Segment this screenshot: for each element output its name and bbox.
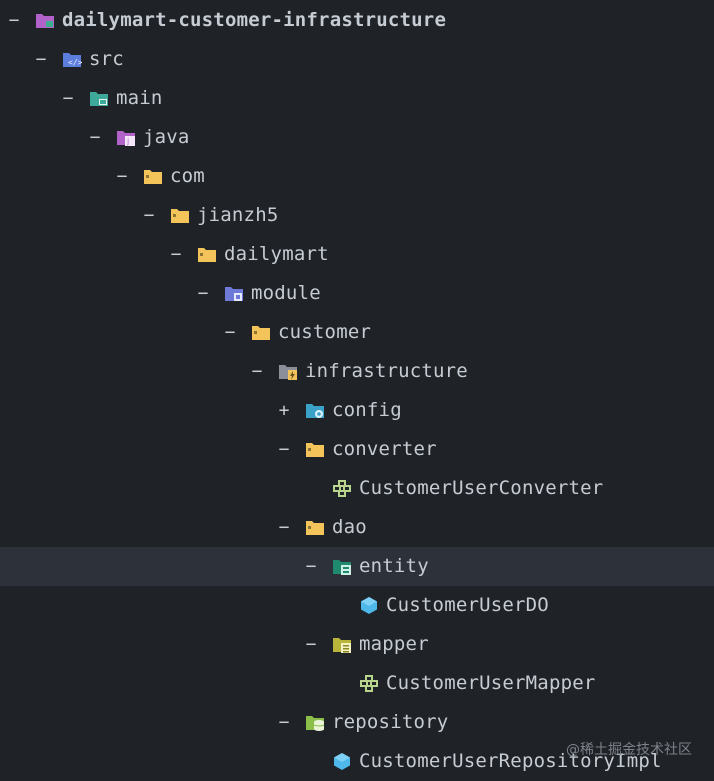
tree-row-customer-user-converter[interactable]: CustomerUserConverter — [0, 469, 714, 508]
collapse-icon[interactable]: − — [197, 283, 209, 304]
module-folder-icon — [35, 11, 55, 30]
tree-row-converter[interactable]: − converter — [0, 430, 714, 469]
tree-item-label: CustomerUserMapper — [386, 672, 596, 694]
tree-item-label: main — [116, 87, 163, 109]
module-package-folder-icon — [224, 284, 244, 303]
entity-folder-icon — [332, 557, 352, 576]
java-folder-icon: j — [116, 128, 136, 147]
tree-row-module[interactable]: − module — [0, 274, 714, 313]
expand-icon[interactable]: + — [278, 400, 290, 421]
tree-item-label: dailymart-customer-infrastructure — [62, 9, 447, 31]
tree-row-dao[interactable]: − dao — [0, 508, 714, 547]
source-folder-icon: </> — [62, 50, 82, 69]
tree-item-label: infrastructure — [305, 360, 468, 382]
tree-row-src[interactable]: − </> src — [0, 40, 714, 79]
tree-item-label: config — [332, 399, 402, 421]
tree-item-label: CustomerUserConverter — [359, 477, 604, 499]
tree-row-main[interactable]: − main — [0, 79, 714, 118]
collapse-icon[interactable]: − — [251, 361, 263, 382]
tree-item-label: mapper — [359, 633, 429, 655]
repository-folder-icon — [305, 713, 325, 732]
collapse-icon[interactable]: − — [278, 517, 290, 538]
package-folder-icon — [305, 518, 325, 537]
package-folder-icon — [143, 167, 163, 186]
watermark: @稀土掘金技术社区 — [566, 742, 692, 758]
class-cube-icon — [332, 752, 352, 771]
tree-item-label: com — [170, 165, 205, 187]
svg-text:j: j — [126, 137, 129, 146]
collapse-icon[interactable]: − — [62, 88, 74, 109]
collapse-icon[interactable]: − — [35, 49, 47, 70]
tree-item-label: dao — [332, 516, 367, 538]
package-folder-icon — [170, 206, 190, 225]
tree-row-config[interactable]: + config — [0, 391, 714, 430]
tree-item-label: jianzh5 — [197, 204, 279, 226]
tree-row-customer-user-do[interactable]: CustomerUserDO — [0, 586, 714, 625]
class-component-icon — [332, 479, 352, 498]
tree-item-label: entity — [359, 555, 429, 577]
tree-row-infrastructure[interactable]: − infrastructure — [0, 352, 714, 391]
tree-item-label: src — [89, 48, 124, 70]
main-folder-icon — [89, 89, 109, 108]
tree-row-customer-user-repository-impl[interactable]: CustomerUserRepositoryImpl — [0, 742, 714, 781]
collapse-icon[interactable]: − — [305, 556, 317, 577]
collapse-icon[interactable]: − — [8, 10, 20, 31]
package-folder-icon — [197, 245, 217, 264]
collapse-icon[interactable]: − — [278, 439, 290, 460]
tree-item-label: CustomerUserDO — [386, 594, 549, 616]
mapper-folder-icon — [332, 635, 352, 654]
tree-item-label: converter — [332, 438, 437, 460]
collapse-icon[interactable]: − — [224, 322, 236, 343]
tree-row-com[interactable]: − com — [0, 157, 714, 196]
collapse-icon[interactable]: − — [116, 166, 128, 187]
collapse-icon[interactable]: − — [170, 244, 182, 265]
tree-row-dailymart[interactable]: − dailymart — [0, 235, 714, 274]
svg-text:</>: </> — [68, 58, 82, 67]
tree-item-label: customer — [278, 321, 372, 343]
tree-row-mapper[interactable]: − mapper — [0, 625, 714, 664]
collapse-icon[interactable]: − — [89, 127, 101, 148]
tree-item-label: repository — [332, 711, 449, 733]
tree-row-dailymart-customer-infrastructure[interactable]: − dailymart-customer-infrastructure — [0, 1, 714, 40]
tree-row-jianzh5[interactable]: − jianzh5 — [0, 196, 714, 235]
tree-item-label: CustomerUserRepositoryImpl — [359, 750, 662, 772]
tree-row-java[interactable]: − j java — [0, 118, 714, 157]
package-folder-icon — [251, 323, 271, 342]
tree-row-customer-user-mapper[interactable]: CustomerUserMapper — [0, 664, 714, 703]
tree-item-label: dailymart — [224, 243, 329, 265]
collapse-icon[interactable]: − — [305, 634, 317, 655]
config-folder-icon — [305, 401, 325, 420]
infrastructure-folder-icon — [278, 362, 298, 381]
tree-item-label: java — [143, 126, 190, 148]
tree-row-customer[interactable]: − customer — [0, 313, 714, 352]
class-component-icon — [359, 674, 379, 693]
class-cube-icon — [359, 596, 379, 615]
tree-row-entity[interactable]: − entity — [0, 547, 714, 586]
tree-row-repository[interactable]: − repository — [0, 703, 714, 742]
collapse-icon[interactable]: − — [143, 205, 155, 226]
package-folder-icon — [305, 440, 325, 459]
tree-item-label: module — [251, 282, 321, 304]
collapse-icon[interactable]: − — [278, 712, 290, 733]
